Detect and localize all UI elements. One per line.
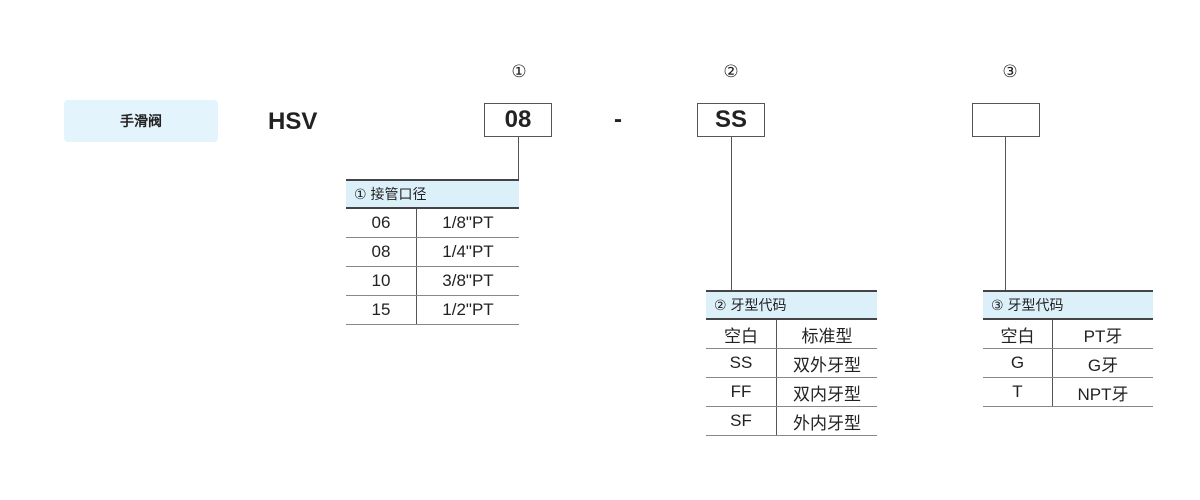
separator: - [614,106,622,133]
table-row: 空白标准型 [706,319,877,349]
marker-1: ① [511,62,527,82]
table-header: ① 接管口径 [346,179,519,209]
connector-3 [1005,137,1006,291]
marker-2: ② [723,62,739,82]
code-box-thread: SS [697,103,765,137]
table-header: ② 牙型代码 [706,290,877,320]
product-name-badge: 手滑阀 [64,100,218,142]
table-header: ③ 牙型代码 [983,290,1153,320]
code-box-size: 08 [484,103,552,137]
connector-1 [518,137,519,180]
marker-3: ③ [1002,62,1018,82]
model-prefix: HSV [268,108,318,135]
connector-2 [731,137,732,291]
code-box-thread-type [972,103,1040,137]
